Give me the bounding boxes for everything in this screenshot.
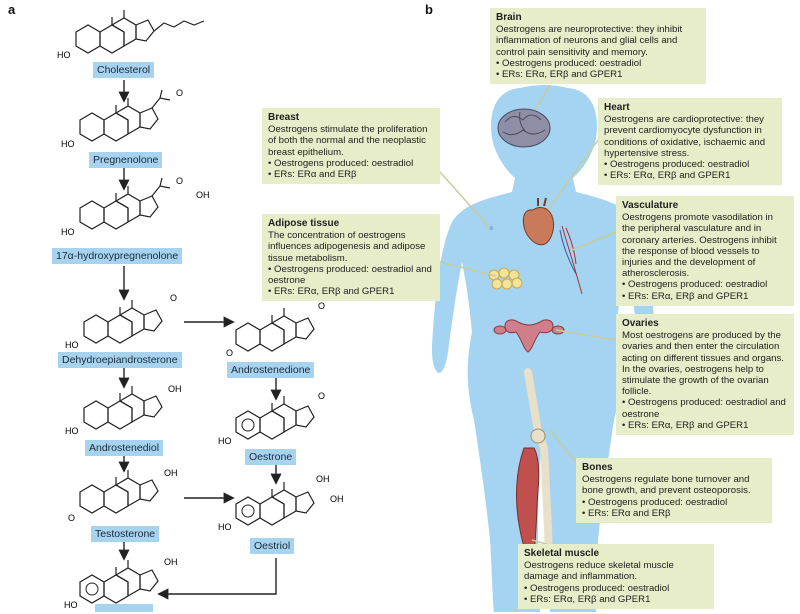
box-brain-produced: Oestrogens produced: oestradiol (496, 58, 700, 69)
box-brain-body: Oestrogens are neuroprotective: they inh… (496, 24, 683, 58)
label-cholesterol: Cholesterol (93, 62, 155, 78)
label-androstenediol: Androstenediol (85, 440, 164, 456)
panel-a-letter: a (8, 2, 16, 17)
box-muscle: Skeletal muscle Oestrogens reduce skelet… (518, 544, 714, 610)
box-breast-title: Breast (268, 112, 300, 123)
atom-label-o-androstenedione-b: O (318, 301, 326, 311)
box-heart-title: Heart (604, 102, 630, 113)
brain-icon (497, 108, 551, 148)
atom-label-oh-oestriol-b: OH (330, 494, 344, 504)
molecule-dhea (83, 299, 163, 344)
box-ovaries-produced: Oestrogens produced: oestradiol and oest… (622, 397, 788, 419)
atom-label-o-hydroxy: O (176, 176, 184, 186)
molecule-androstenedione (235, 307, 315, 352)
label-testosterone: Testosterone (91, 526, 160, 542)
vein-icon (559, 229, 577, 275)
box-brain-ers: ERs: ERα, ERβ and GPER1 (496, 69, 700, 80)
label-pregnenolone: Pregnenolone (89, 152, 163, 168)
atom-label-ho-cholesterol: HO (57, 50, 71, 60)
label-oestradiol-cropped (95, 604, 153, 612)
box-ovaries-body: Most oestrogens are produced by the ovar… (622, 330, 784, 398)
box-ovaries: Ovaries Most oestrogens are produced by … (616, 314, 794, 436)
atom-label-ho-pregnenolone: HO (61, 139, 75, 149)
box-adipose-produced: Oestrogens produced: oestradiol and oest… (268, 264, 434, 286)
box-muscle-produced: Oestrogens produced: oestradiol (524, 583, 708, 594)
box-breast-body: Oestrogens stimulate the proliferation o… (268, 124, 428, 158)
box-brain: Brain Oestrogens are neuroprotective: th… (490, 8, 706, 85)
molecule-androstenediol (83, 385, 163, 430)
box-adipose-ers: ERs: ERα, ERβ and GPER1 (268, 286, 434, 297)
box-heart-body: Oestrogens are cardioprotective: they pr… (604, 114, 766, 159)
box-ovaries-ers: ERs: ERα, ERβ and GPER1 (622, 420, 788, 431)
box-ovaries-title: Ovaries (622, 318, 659, 329)
box-bones-title: Bones (582, 462, 613, 473)
atom-label-ho-oestriol: HO (218, 522, 232, 532)
adipose-icon (488, 267, 523, 290)
box-vasculature-title: Vasculature (622, 200, 679, 211)
atom-label-oh-oestradiol: OH (164, 557, 178, 567)
box-bones: Bones Oestrogens regulate bone turnover … (576, 458, 772, 524)
molecule-testosterone (79, 469, 159, 514)
pathway-arrows (118, 80, 282, 600)
label-dhea: Dehydroepiandrosterone (58, 352, 182, 368)
atom-label-ho-hydroxy: HO (61, 227, 75, 237)
panel-b-letter: b (425, 2, 433, 17)
box-heart-ers: ERs: ERα, ERβ and GPER1 (604, 170, 776, 181)
box-vasculature-body: Oestrogens promote vasodilation in the p… (622, 212, 777, 280)
atom-label-oh-oestriol-a: OH (316, 474, 330, 484)
molecule-oestradiol (79, 559, 159, 604)
molecule-hydroxypregnenolone (79, 177, 171, 230)
molecule-oestrone (235, 395, 315, 440)
box-vasculature-ers: ERs: ERα, ERβ and GPER1 (622, 291, 788, 302)
box-heart: Heart Oestrogens are cardioprotective: t… (598, 98, 782, 186)
box-muscle-title: Skeletal muscle (524, 548, 600, 559)
heart-icon (522, 197, 555, 246)
molecule-oestriol (235, 481, 315, 526)
atom-label-oh-testosterone: OH (164, 468, 178, 478)
molecule-pregnenolone (79, 89, 171, 142)
atom-label-o-androstenedione-a: O (226, 348, 234, 358)
label-oestriol: Oestriol (250, 538, 295, 554)
box-adipose: Adipose tissue The concentration of oest… (262, 214, 440, 302)
callout-lines (439, 84, 617, 549)
box-breast: Breast Oestrogens stimulate the prolifer… (262, 108, 440, 185)
box-muscle-ers: ERs: ERα, ERβ and GPER1 (524, 594, 708, 605)
atom-label-oh-androstenediol: OH (168, 384, 182, 394)
atom-label-ho-androstenediol: HO (65, 426, 79, 436)
box-bones-ers: ERs: ERα and ERβ (582, 508, 766, 519)
atom-label-ho-oestrone: HO (218, 436, 232, 446)
box-breast-produced: Oestrogens produced: oestradiol (268, 158, 434, 169)
box-adipose-title: Adipose tissue (268, 218, 340, 229)
atom-label-o-dhea: O (170, 293, 178, 303)
label-androstenedione: Androstenedione (227, 362, 315, 378)
atom-label-ho-dhea: HO (65, 340, 79, 350)
label-oestrone: Oestrone (245, 449, 297, 465)
box-vasculature: Vasculature Oestrogens promote vasodilat… (616, 196, 794, 306)
box-vasculature-produced: Oestrogens produced: oestradiol (622, 279, 788, 290)
molecule-cholesterol (75, 9, 205, 54)
atom-label-ho-oestradiol: HO (64, 600, 78, 610)
box-bones-body: Oestrogens regulate bone turnover and bo… (582, 474, 751, 497)
atom-label-o-oestrone: O (318, 391, 326, 401)
box-breast-ers: ERs: ERα and ERβ (268, 169, 434, 180)
box-heart-produced: Oestrogens produced: oestradiol (604, 159, 776, 170)
label-hydroxypregnenolone: 17α-hydroxypregnenolone (52, 248, 183, 264)
box-muscle-body: Oestrogens reduce skeletal muscle damage… (524, 560, 674, 583)
box-brain-title: Brain (496, 12, 522, 23)
box-bones-produced: Oestrogens produced: oestradiol (582, 497, 766, 508)
atom-label-o-pregnenolone: O (176, 88, 184, 98)
box-adipose-body: The concentration of oestrogens influenc… (268, 230, 426, 264)
atom-label-oh-hydroxy: OH (196, 190, 210, 200)
vasculature-icon (561, 225, 583, 295)
atom-label-o-testosterone: O (68, 513, 76, 523)
